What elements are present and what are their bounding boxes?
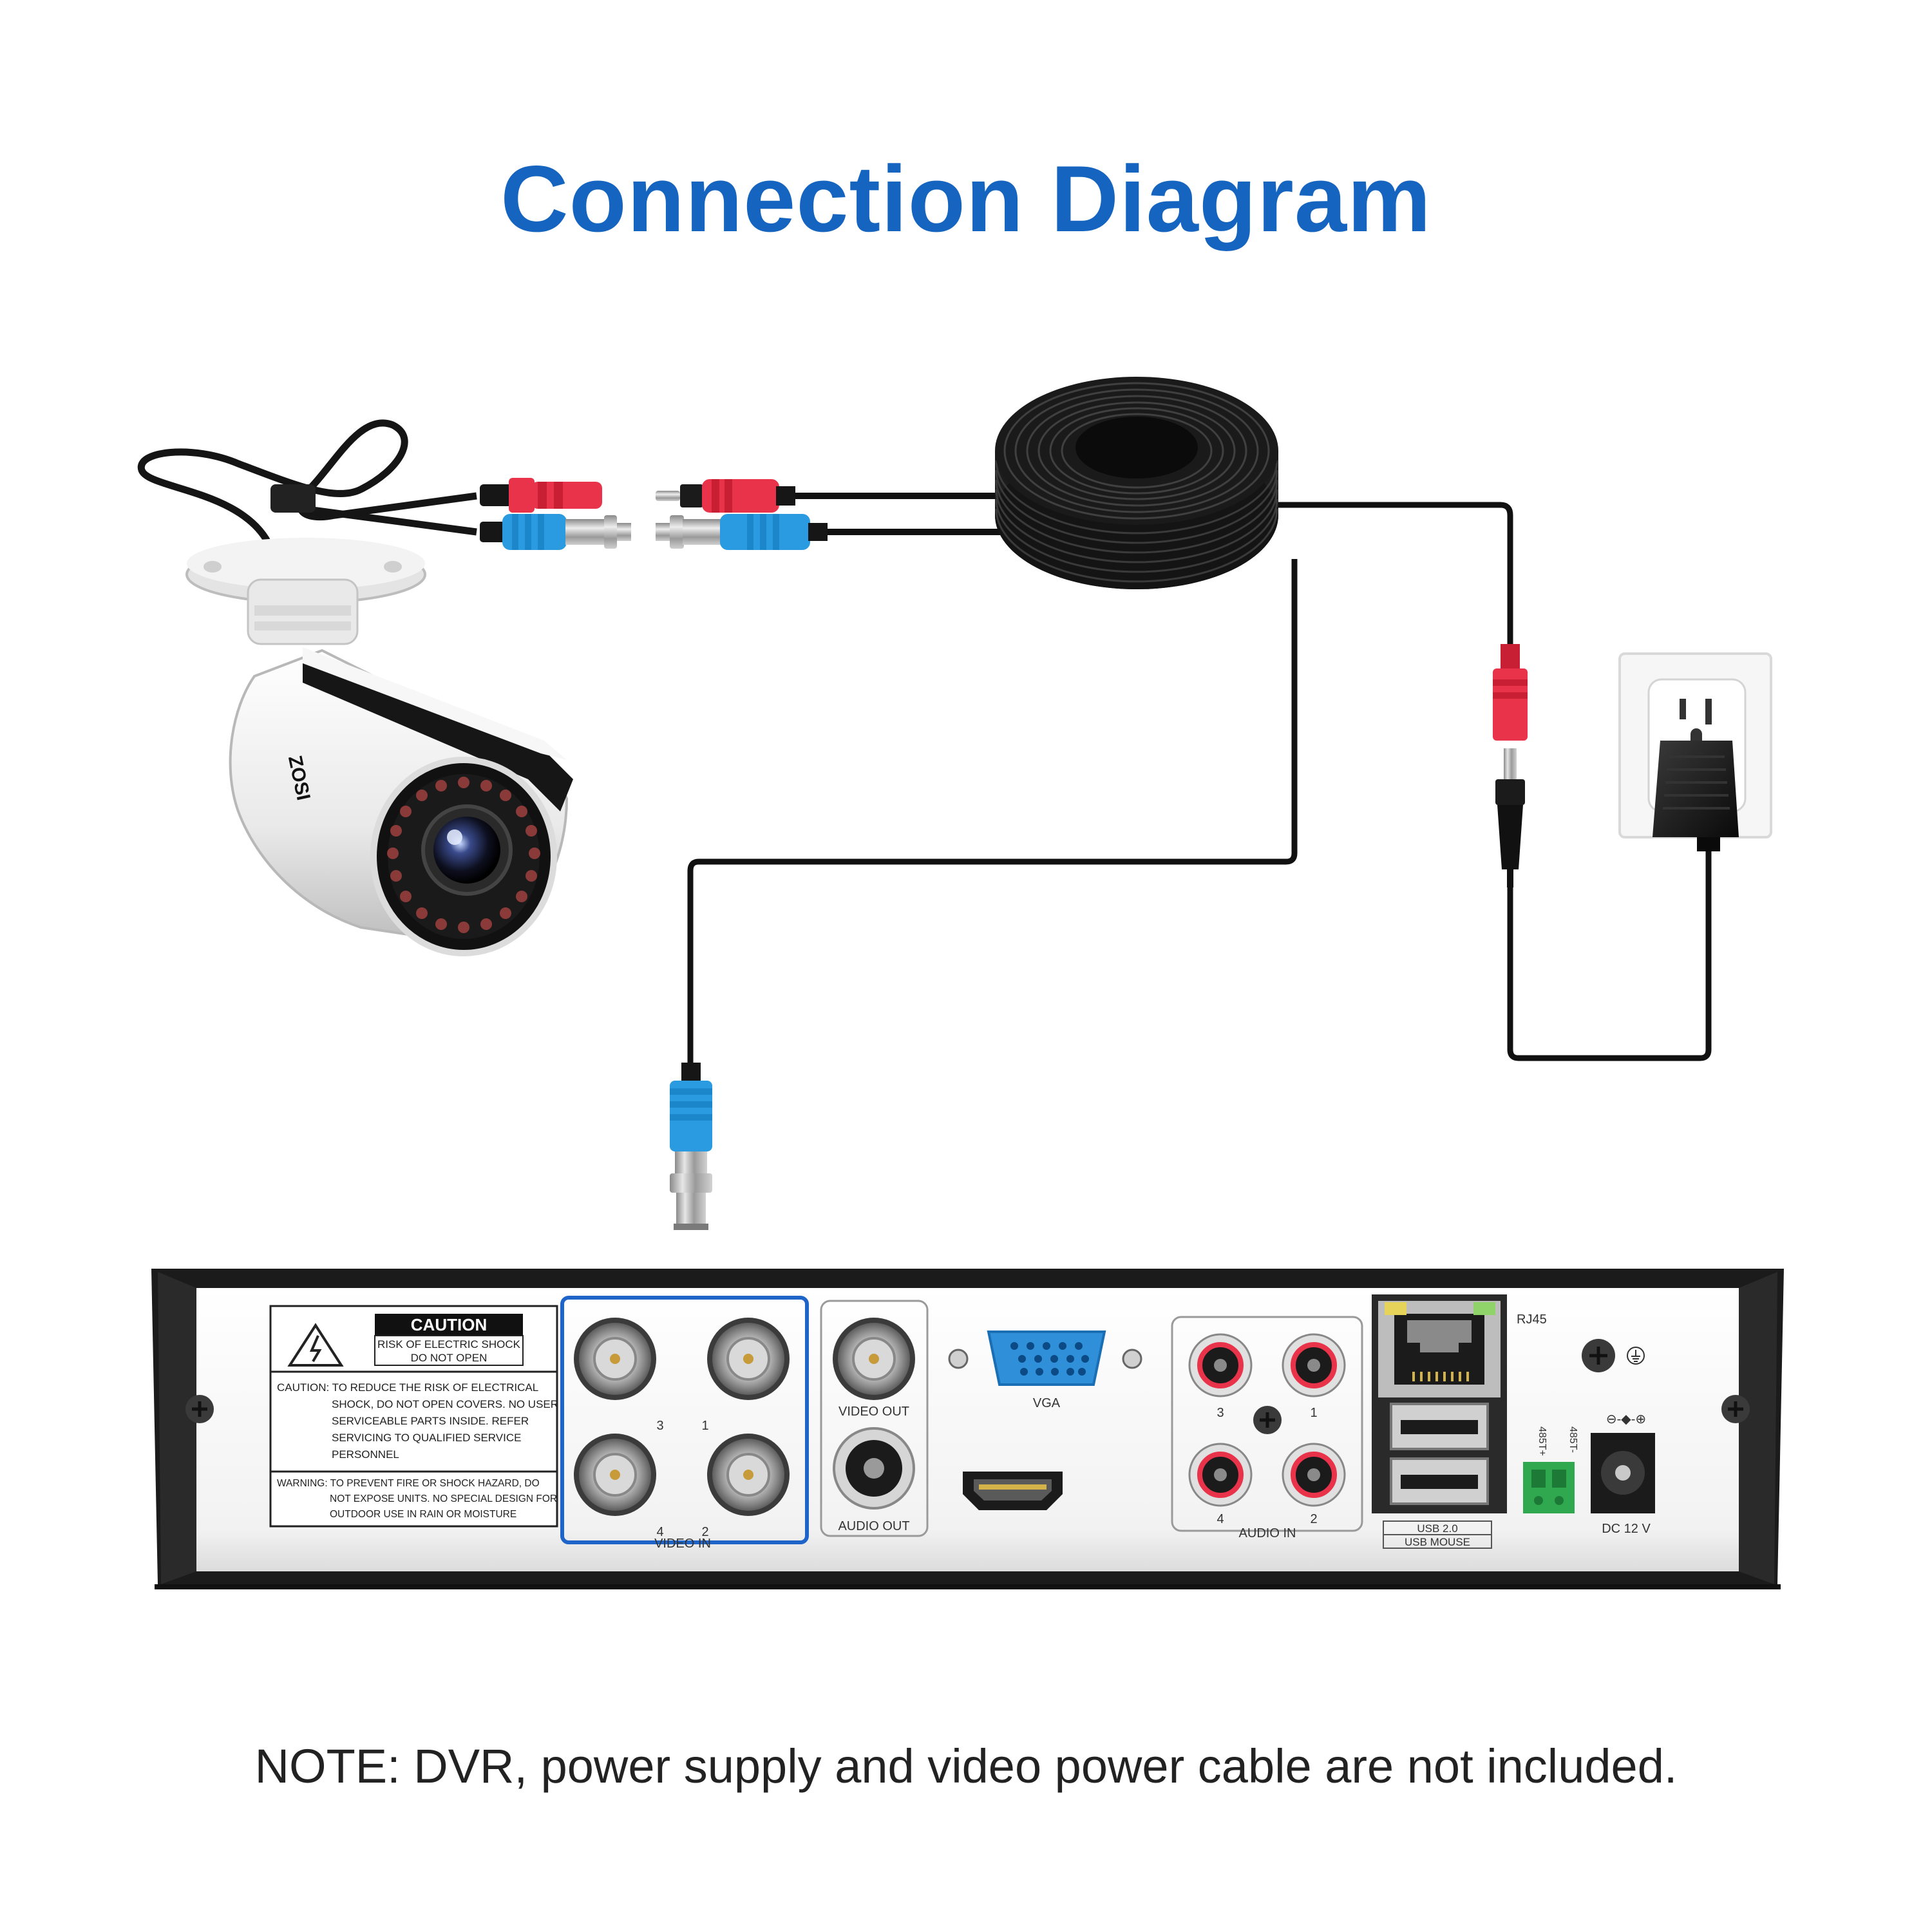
video-in-port-3[interactable] [574,1318,656,1400]
usb-label-2: USB MOUSE [1405,1536,1470,1548]
rs485-plus-label: 485T+ [1537,1426,1548,1456]
caution-label: CAUTION RISK OF ELECTRIC SHOCK DO NOT OP… [270,1306,558,1526]
warning-line-3: OUTDOOR USE IN RAIN OR MOISTURE [330,1509,516,1520]
audio-in-port-2[interactable] [1283,1444,1345,1506]
mounting-screw-right [1721,1395,1750,1423]
audio-in-label-4: 4 [1217,1512,1224,1526]
note-text: NOTE: DVR, power supply and video power … [0,1739,1932,1794]
usb-port-2[interactable] [1391,1459,1488,1504]
caution-line-4: SERVICING TO QUALIFIED SERVICE [332,1432,521,1444]
video-in-label-3: 3 [656,1419,663,1433]
rj45-port[interactable] [1385,1302,1495,1385]
audio-in-label-2: 2 [1310,1512,1317,1526]
warning-line-1: WARNING: TO PREVENT FIRE OR SHOCK HAZARD… [277,1478,540,1489]
cable-video-bnc-connector [656,514,828,550]
audio-in-port-3[interactable] [1189,1334,1251,1396]
dc-label: DC 12 V [1602,1522,1651,1536]
dc-power-port[interactable] [1591,1433,1655,1513]
mounting-screw-left [185,1395,214,1423]
audio-in-port-1[interactable] [1283,1334,1345,1396]
power-adapter-dc-plug [1495,748,1525,887]
caution-sub2: DO NOT OPEN [411,1352,488,1364]
caution-line-3: SERVICEABLE PARTS INSIDE. REFER [332,1415,529,1427]
video-in-port-4[interactable] [574,1434,656,1516]
rs485-terminal[interactable] [1523,1462,1575,1513]
usb-port-1[interactable] [1391,1404,1488,1449]
video-in-port-1[interactable] [707,1318,790,1400]
adapter-cable-run [1510,844,1709,1058]
power-female-connector [1493,644,1528,741]
usb-label-1: USB 2.0 [1417,1522,1457,1535]
video-in-label-1: 1 [701,1419,708,1433]
cable-junction [270,484,316,513]
caution-line-2: SHOCK, DO NOT OPEN COVERS. NO USER [332,1398,558,1410]
audio-in-group-label: AUDIO IN [1239,1526,1296,1540]
video-out-port[interactable] [833,1318,915,1400]
video-in-group-label: VIDEO IN [654,1537,711,1551]
rj45-usb-block [1372,1294,1507,1513]
video-in-port-2[interactable] [707,1434,790,1516]
caution-line-1: CAUTION: TO REDUCE THE RISK OF ELECTRICA… [277,1381,538,1394]
caution-sub1: RISK OF ELECTRIC SHOCK [377,1338,521,1350]
power-adapter [1653,741,1739,851]
camera-video-bnc-connector [480,514,631,550]
warning-line-2: NOT EXPOSE UNITS. NO SPECIAL DESIGN FOR [330,1493,557,1504]
audio-out-label: AUDIO OUT [838,1519,909,1533]
video-out-label: VIDEO OUT [838,1405,909,1419]
hdmi-port[interactable] [963,1472,1063,1510]
audio-out-port[interactable] [834,1428,914,1508]
video-cable-run [690,559,1294,1069]
audio-in-label-1: 1 [1310,1406,1317,1420]
audio-in-label-3: 3 [1217,1406,1224,1420]
extension-cable-coil [995,377,1278,589]
cable-power-connector-male [656,479,795,513]
caution-title: CAUTION [411,1315,487,1334]
polarity-symbol: ⊖-◆-⊕ [1606,1412,1646,1426]
power-cable-run [1278,505,1510,647]
dvr-video-bnc-plug [670,1063,712,1230]
dvr-rear-panel: CAUTION RISK OF ELECTRIC SHOCK DO NOT OP… [151,1269,1784,1589]
caution-line-5: PERSONNEL [332,1448,399,1461]
rj45-label: RJ45 [1517,1312,1547,1327]
vga-label: VGA [1033,1396,1061,1410]
rs485-minus-label: 485T- [1567,1426,1578,1453]
audio-in-port-4[interactable] [1189,1444,1251,1506]
camera-power-connector-female [480,478,602,513]
